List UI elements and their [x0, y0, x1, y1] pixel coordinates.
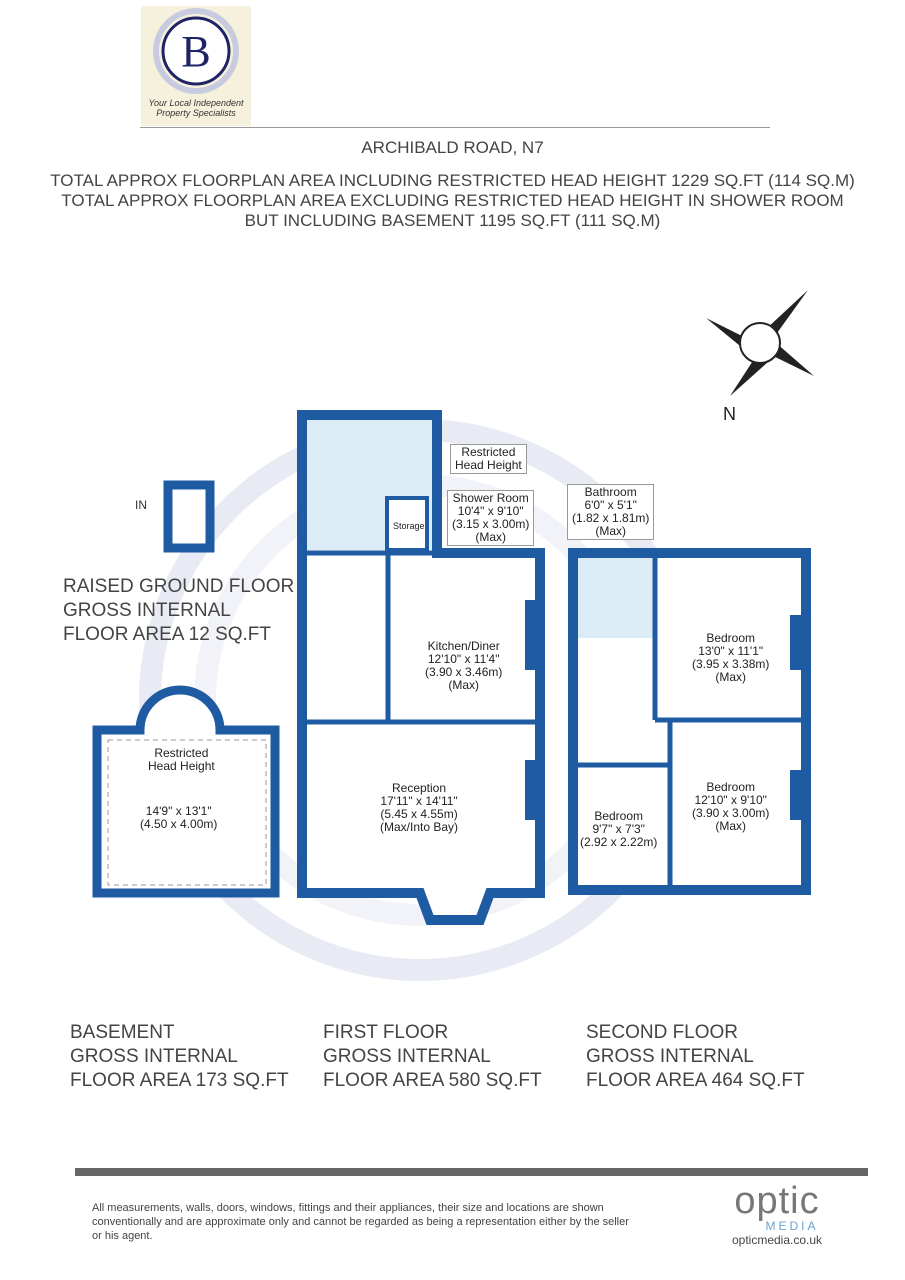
basement-dims-label: 14'9" x 13'1" (4.50 x 4.00m)	[140, 804, 218, 831]
brand-sub: MEDIA	[765, 1219, 819, 1233]
brand-url: opticmedia.co.uk	[731, 1233, 823, 1247]
brand-name: optic	[734, 1180, 820, 1222]
compass-icon	[706, 290, 814, 396]
reception-label: Reception 17'11" x 14'11" (5.45 x 4.55m)…	[380, 781, 459, 834]
restricted-head-height-label: Restricted Head Height	[450, 444, 527, 474]
optic-media-logo: optic MEDIA opticmedia.co.uk	[722, 1180, 832, 1247]
basement-area: BASEMENT GROSS INTERNAL FLOOR AREA 173 S…	[70, 1022, 289, 1091]
entrance-label: IN	[135, 498, 147, 512]
second-floor-area: SECOND FLOOR GROSS INTERNAL FLOOR AREA 4…	[586, 1022, 805, 1091]
footer-bar	[75, 1168, 868, 1176]
shower-room-label: Shower Room 10'4" x 9'10" (3.15 x 3.00m)…	[447, 490, 535, 546]
compass-north-label: N	[723, 404, 736, 424]
header-rule	[140, 127, 770, 128]
svg-text:B: B	[181, 27, 210, 76]
storage-label: Storage	[393, 521, 425, 531]
first-floor-area: FIRST FLOOR GROSS INTERNAL FLOOR AREA 58…	[323, 1022, 542, 1091]
bedroom-3-label: Bedroom 9'7" x 7'3" (2.92 x 2.22m)	[580, 809, 658, 849]
first-floor-walls	[297, 410, 545, 925]
basement-walls	[92, 685, 280, 898]
address-title: ARCHIBALD ROAD, N7	[361, 138, 544, 157]
kitchen-diner-label: Kitchen/Diner 12'10" x 11'4" (3.90 x 3.4…	[425, 639, 503, 692]
bathroom-label: Bathroom 6'0" x 5'1" (1.82 x 1.81m) (Max…	[567, 484, 655, 540]
area-line-3: BUT INCLUDING BASEMENT 1195 SQ.FT (111 S…	[244, 211, 661, 230]
agency-logo: B Your Local Independent Property Specia…	[141, 6, 251, 126]
raised-ground-walls	[163, 480, 215, 553]
logo-emblem: B	[153, 8, 239, 94]
second-floor-walls	[568, 548, 811, 895]
area-line-1: TOTAL APPROX FLOORPLAN AREA INCLUDING RE…	[50, 171, 855, 190]
bedroom-2-label: Bedroom 12'10" x 9'10" (3.90 x 3.00m) (M…	[692, 780, 770, 833]
logo-tagline: Your Local Independent Property Speciali…	[148, 98, 244, 118]
raised-ground-area: RAISED GROUND FLOOR GROSS INTERNAL FLOOR…	[63, 576, 295, 645]
disclaimer: All measurements, walls, doors, windows,…	[92, 1202, 629, 1242]
basement-restricted-label: Restricted Head Height	[148, 746, 215, 773]
bedroom-1-label: Bedroom 13'0" x 11'1" (3.95 x 3.38m) (Ma…	[692, 631, 770, 684]
area-line-2: TOTAL APPROX FLOORPLAN AREA EXCLUDING RE…	[61, 191, 844, 210]
